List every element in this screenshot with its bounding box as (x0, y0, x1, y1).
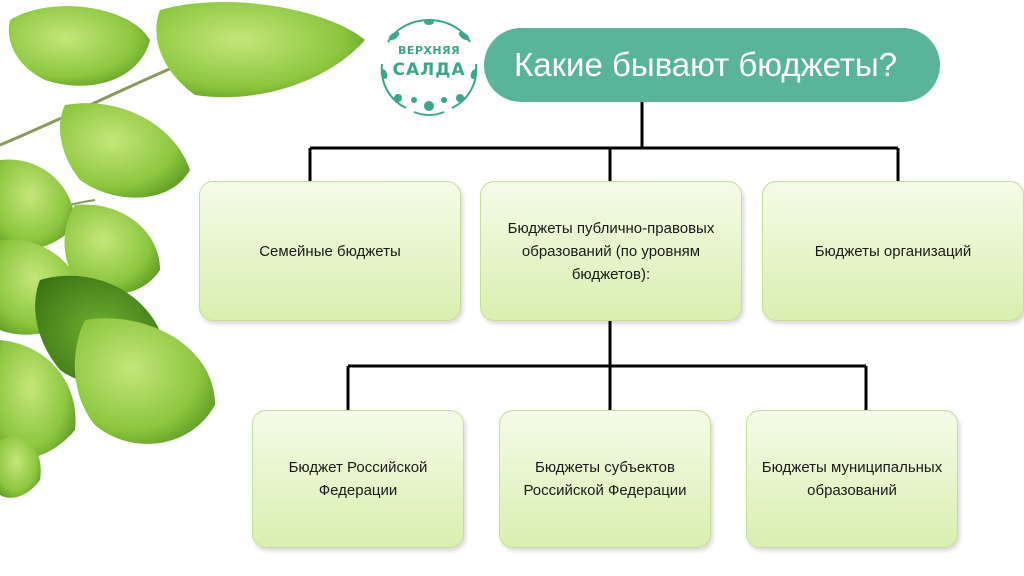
box-family-budgets: Семейные бюджеты (199, 181, 461, 321)
box-regional-budgets: Бюджеты субъектов Российской Федерации (499, 410, 711, 548)
box-organization-budgets: Бюджеты организаций (762, 181, 1024, 321)
leaf-shape (156, 1, 365, 98)
logo-emblem-icon (380, 19, 478, 116)
box-label: Бюджеты публично-правовых образований (п… (507, 219, 715, 283)
box-label: Семейные бюджеты (259, 242, 401, 260)
verkhnyaya-salda-logo: ВЕРХНЯЯ САЛДА (374, 14, 484, 118)
page-title: Какие бывают бюджеты? (514, 46, 898, 83)
title-banner: Какие бывают бюджеты? (484, 28, 940, 102)
logo-line1: ВЕРХНЯЯ (397, 44, 461, 57)
box-label: Бюджеты муниципальных образований (761, 459, 943, 499)
box-label: Бюджеты организаций (814, 242, 972, 260)
box-municipal-budgets: Бюджеты муниципальных образований (746, 410, 958, 548)
box-label: Бюджеты субъектов Российской Федерации (523, 459, 687, 499)
box-public-budgets: Бюджеты публично-правовых образований (п… (480, 181, 742, 321)
box-label: Бюджет Российской Федерации (288, 459, 428, 499)
box-federal-budget: Бюджет Российской Федерации (252, 410, 464, 548)
logo-line2: САЛДА (392, 60, 466, 80)
